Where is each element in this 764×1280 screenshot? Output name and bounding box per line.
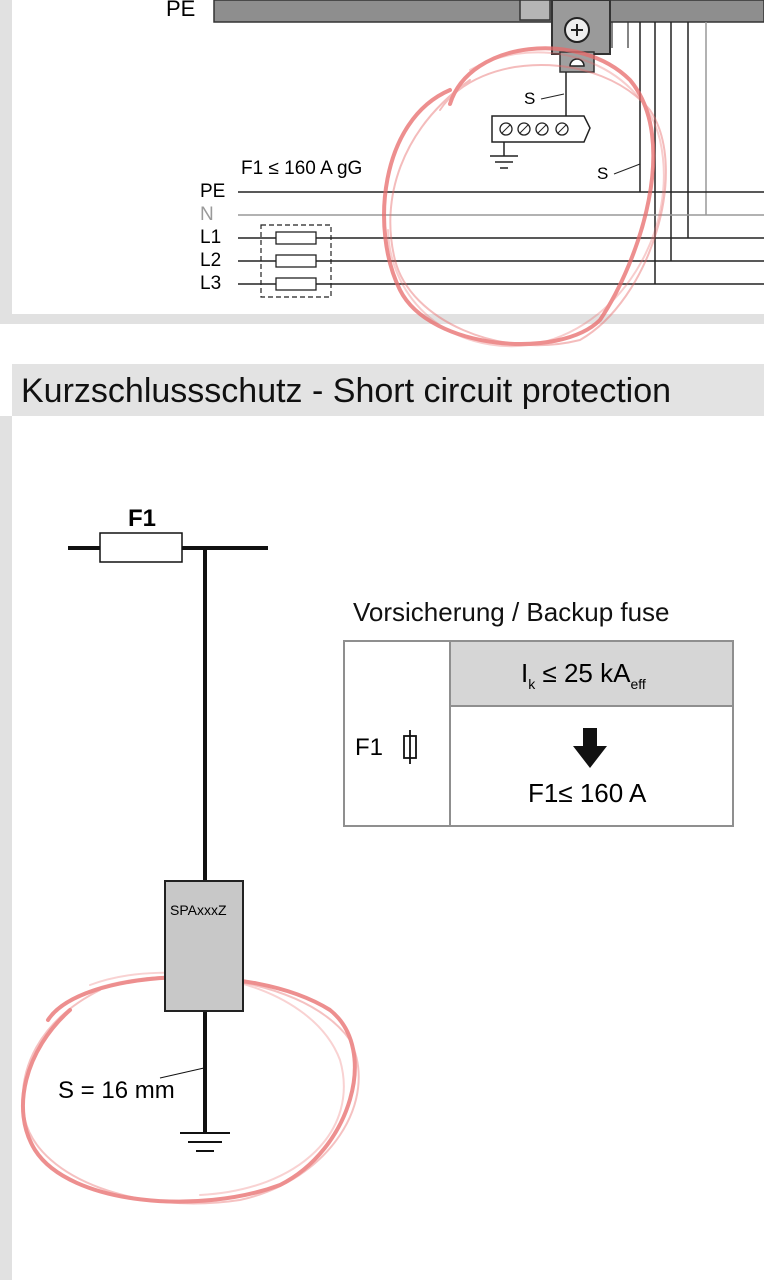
fuse-l2-icon [275, 254, 317, 268]
fuse-l3-icon [275, 277, 317, 291]
section-title: Kurzschlussschutz - Short circuit protec… [21, 372, 672, 410]
line-label-pe: PE [200, 181, 226, 202]
fuse-f1-icon [99, 532, 183, 563]
s-label-lower: S [597, 164, 609, 183]
fuse-group-outline [260, 224, 332, 298]
pe-busbar [213, 0, 764, 23]
backup-fuse-title: Vorsicherung / Backup fuse [353, 597, 670, 627]
line-label-n: N [200, 204, 214, 225]
fuse-limit: F1≤ 160 A [528, 778, 647, 808]
surge-protective-device: SPAxxxZ [164, 880, 244, 1012]
device-label: SPAxxxZ [170, 902, 227, 918]
fuse-symbol-icon [403, 730, 417, 764]
frame-left-bottom [0, 416, 12, 1280]
backup-fuse-table: F1 Ik ≤ 25 kAeff F1≤ 160 A [343, 640, 734, 827]
fuse-f1-label: F1 [128, 505, 157, 532]
annotation-circle-top [382, 46, 667, 348]
fuse-row-cell: F1 [345, 642, 451, 825]
frame-left-top [0, 0, 12, 322]
short-circuit-current-header: Ik ≤ 25 kAeff [451, 642, 732, 707]
line-label-l2: L2 [200, 250, 222, 271]
short-circuit-current: Ik ≤ 25 kAeff [521, 658, 646, 692]
arrow-down-icon [573, 728, 607, 768]
line-label-l3: L3 [200, 273, 222, 294]
pe-bar-label: PE [166, 0, 196, 21]
terminal-block-icon [519, 0, 551, 21]
fuse-row-label: F1 [355, 734, 384, 761]
s-label-upper: S [524, 89, 536, 108]
conductor-label: S = 16 mm [58, 1077, 175, 1104]
fuse-l1-icon [275, 231, 317, 245]
line-label-l1: L1 [200, 227, 222, 248]
frame-bottom-divider [0, 314, 764, 324]
fuse-rating-label: F1 ≤ 160 A gG [241, 158, 363, 179]
section-header: Kurzschlussschutz - Short circuit protec… [12, 364, 764, 416]
